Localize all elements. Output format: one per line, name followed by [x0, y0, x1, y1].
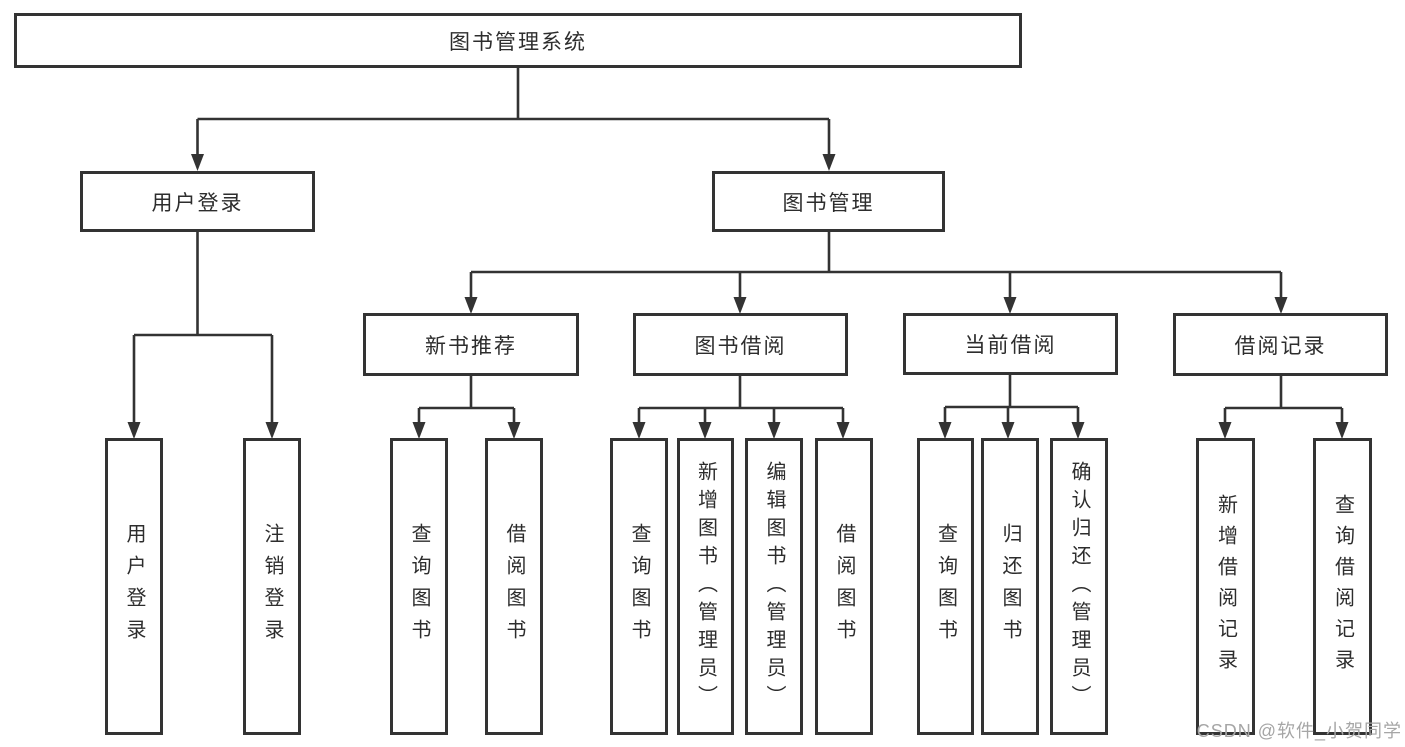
- leaf-borrow-books-borrowing: 借阅图书: [815, 438, 873, 735]
- leaf-logout-login-label: 注销登录: [261, 522, 283, 651]
- node-book-management-label: 图书管理: [782, 191, 875, 215]
- leaf-add-books-admin: 新增图书（管理员）: [677, 438, 734, 735]
- node-user-login: 用户登录: [80, 171, 315, 232]
- leaf-query-books-current: 查询图书: [917, 438, 974, 735]
- leaf-query-books-borrowing-label: 查询图书: [628, 522, 650, 651]
- leaf-borrow-books-recommend-label: 借阅图书: [503, 522, 525, 651]
- leaf-query-borrow-record: 查询借阅记录: [1313, 438, 1372, 735]
- leaf-user-login: 用户登录: [105, 438, 163, 735]
- node-book-borrowing-label: 图书借阅: [694, 334, 787, 358]
- leaf-return-books-label: 归还图书: [999, 522, 1021, 651]
- leaf-query-books-recommend-label: 查询图书: [408, 522, 430, 651]
- leaf-confirm-return-admin: 确认归还（管理员）: [1050, 438, 1108, 735]
- leaf-add-borrow-record-label: 新增借阅记录: [1214, 493, 1237, 680]
- leaf-edit-books-admin: 编辑图书（管理员）: [745, 438, 803, 735]
- node-new-book-recommendation-label: 新书推荐: [425, 334, 517, 358]
- node-book-borrowing: 图书借阅: [633, 313, 848, 376]
- leaf-query-books-current-label: 查询图书: [934, 522, 957, 651]
- node-library-system: 图书管理系统: [14, 13, 1022, 68]
- node-book-management: 图书管理: [712, 171, 945, 232]
- leaf-user-login-label: 用户登录: [123, 522, 145, 651]
- leaf-logout-login: 注销登录: [243, 438, 301, 735]
- node-user-login-label: 用户登录: [151, 191, 244, 215]
- leaf-borrow-books-recommend: 借阅图书: [485, 438, 543, 735]
- leaf-borrow-books-borrowing-label: 借阅图书: [833, 522, 855, 651]
- node-new-book-recommendation: 新书推荐: [363, 313, 579, 376]
- leaf-return-books: 归还图书: [981, 438, 1039, 735]
- watermark: CSDN @软件_小贺同学: [1196, 721, 1402, 741]
- leaf-query-borrow-record-label: 查询借阅记录: [1331, 493, 1354, 680]
- leaf-query-books-borrowing: 查询图书: [610, 438, 668, 735]
- leaf-query-books-recommend: 查询图书: [390, 438, 448, 735]
- node-borrowing-records-label: 借阅记录: [1234, 334, 1327, 358]
- node-library-system-label: 图书管理系统: [449, 30, 587, 54]
- leaf-confirm-return-admin-label: 确认归还（管理员）: [1068, 460, 1090, 713]
- leaf-add-borrow-record: 新增借阅记录: [1196, 438, 1255, 735]
- node-borrowing-records: 借阅记录: [1173, 313, 1388, 376]
- node-current-borrowing: 当前借阅: [903, 313, 1118, 375]
- leaf-edit-books-admin-label: 编辑图书（管理员）: [763, 460, 785, 713]
- leaf-add-books-admin-label: 新增图书（管理员）: [694, 460, 717, 713]
- node-current-borrowing-label: 当前借阅: [964, 334, 1057, 357]
